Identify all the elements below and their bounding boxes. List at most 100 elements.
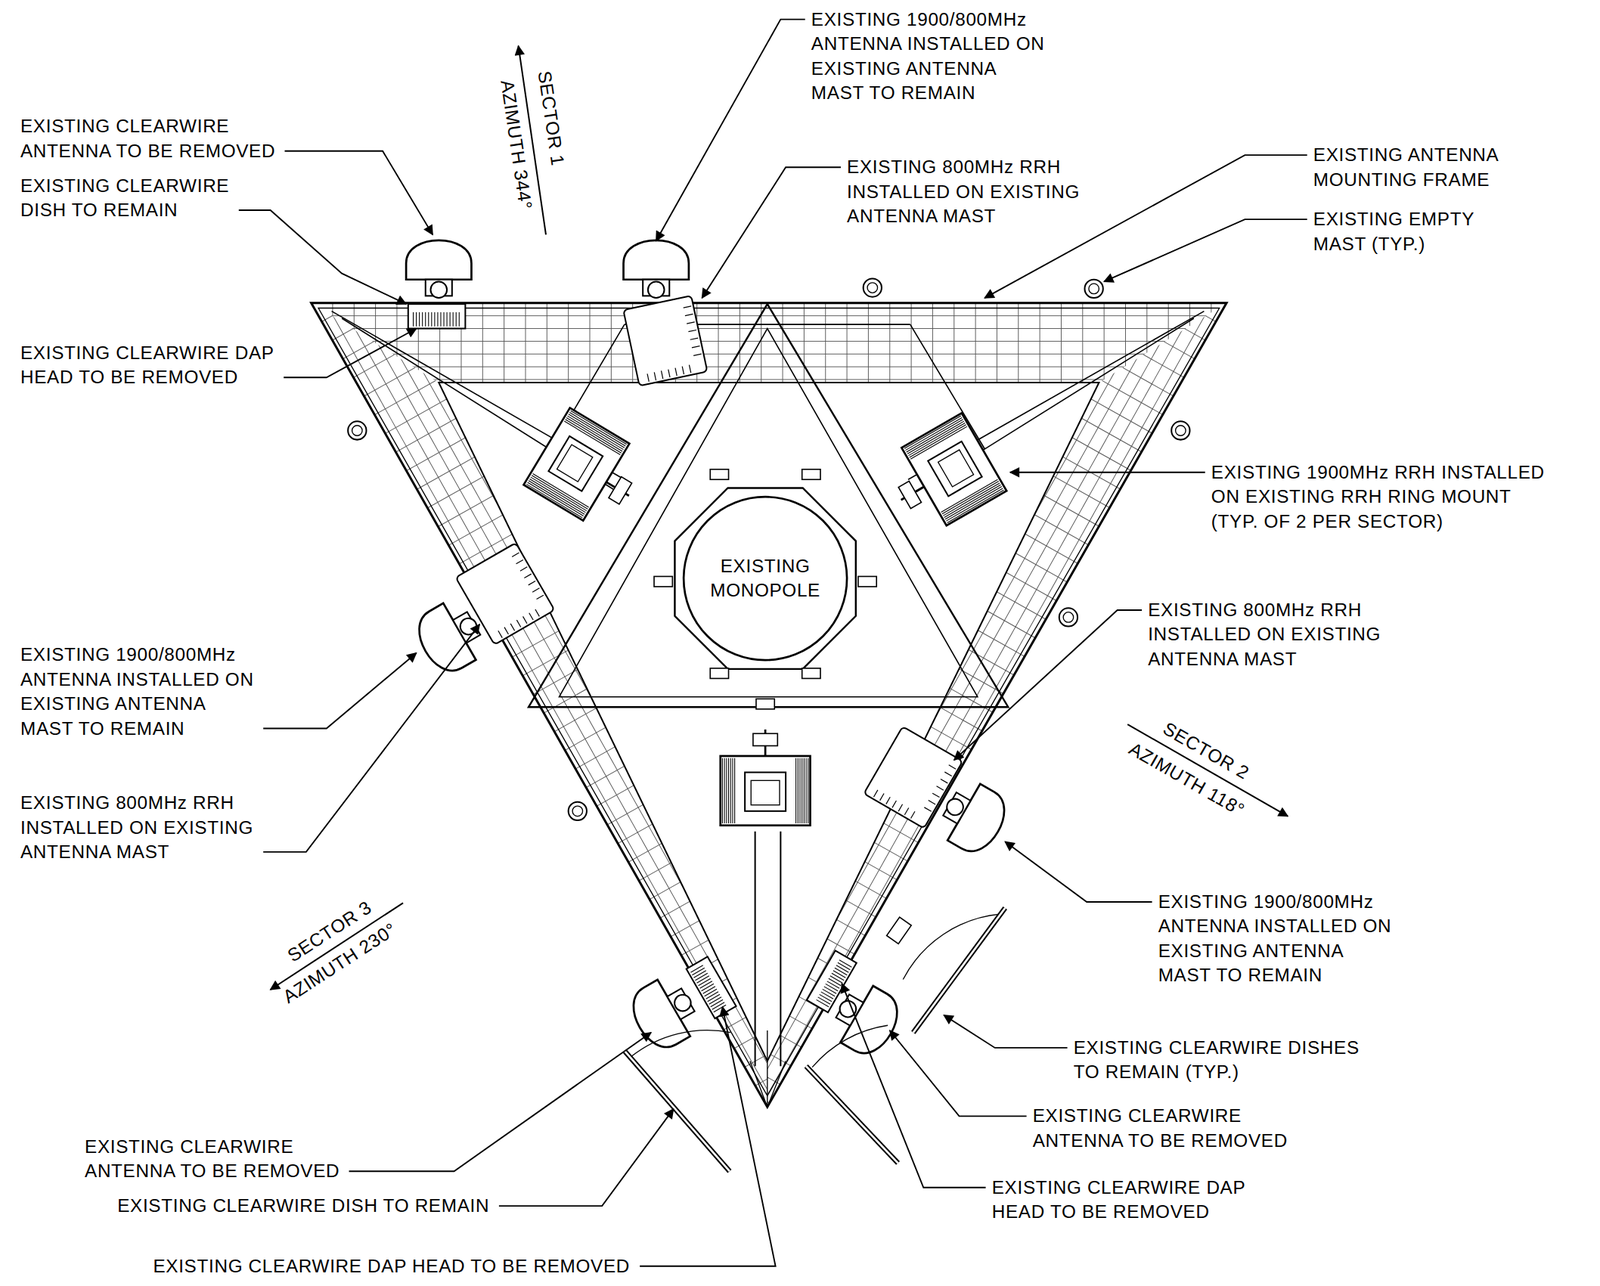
grating-line [941,561,1155,682]
grating-line [758,264,1263,1164]
grating-line [529,822,743,943]
rrh-fin [873,790,878,797]
grating-line [260,238,1291,240]
clamp-bolt [802,469,821,480]
grating-line [669,214,1174,1114]
rrh-fin [685,313,694,316]
grating-line [508,784,723,906]
rrh-fin [886,796,890,804]
dap-fin [710,999,723,1007]
grating-line [260,417,1291,419]
grating-line [267,180,269,426]
grating-line [657,208,1163,1108]
callout-note: EXISTING 1900/800MHz ANTENNA INSTALLED O… [1158,889,1396,989]
grating-line [487,747,701,868]
rrh-fin [691,346,701,348]
rrh-fin [944,772,952,776]
grating-line [260,187,1291,189]
rrh-fin [693,353,702,356]
dap-fin [703,986,716,994]
rrh-fin [940,778,948,783]
dap-fin [701,983,714,991]
dap-fin [828,978,841,986]
grating-line [962,523,1176,644]
dap-fin [830,976,843,983]
dish-face [913,908,1005,1033]
grating-line [445,672,659,793]
dap-fin [707,994,720,1002]
grating-line [197,308,702,1208]
dap-fin [691,967,704,975]
grating-line [1253,180,1255,426]
empty-mast-inner [572,806,583,816]
clamp-bolt [710,469,729,480]
grating-line [669,1046,883,1167]
rrh-fin [498,630,503,638]
grating-line [260,366,1291,368]
dap-fin [431,312,432,327]
grating-line [899,635,1114,756]
rrh-fin [730,758,732,824]
grating-line [773,859,987,980]
dap-fin [698,978,711,986]
microwave-dish [806,1025,898,1163]
rrh-fin [686,322,695,324]
leader-line [263,624,480,853]
rrh-fin [799,758,800,824]
grating-line [930,579,1145,700]
antenna-mast [648,281,665,298]
dap-fin [836,965,849,973]
antenna-bracket [942,792,971,824]
dap-fin [709,997,722,1005]
rrh-fin [936,786,944,791]
grating-line [498,766,712,887]
grating-line [174,321,680,1221]
rrh-fin [683,306,692,308]
callout-note: EXISTING 1900/800MHz ANTENNA INSTALLED O… [20,642,258,742]
dap-fin [440,312,441,327]
rrh-fin [528,580,536,585]
grating-line [592,934,807,1055]
dish-face [806,1066,898,1163]
callout-note: EXISTING 1900MHz RRH INSTALLED ON EXISTI… [1211,460,1548,534]
rrh-body [901,412,1007,526]
rrh-fin [806,758,807,824]
empty-mast-inner [352,425,363,436]
grating-line [1025,411,1239,532]
rrh-fin [688,365,691,374]
dap-fin [700,981,713,989]
leader-line [889,1030,1027,1117]
rrh-fin [948,765,956,769]
grating-line [1004,448,1218,569]
brace-triangle-inner [559,328,978,698]
rrh-fin [924,807,931,812]
rrh-body [455,542,556,645]
clamp-bolt [858,576,877,587]
antenna-bracket [836,994,864,1026]
rrh-fin [520,567,528,571]
rrh-fin [688,329,697,332]
grating-line [252,277,757,1177]
dap-fin [415,312,417,327]
rrh-fin [510,623,515,631]
support-arm [341,318,618,492]
panel-antenna [931,775,1014,861]
leader-line [263,653,416,729]
dish-face-inner [806,1066,898,1163]
monopole-circle: EXISTING MONOPOLE [681,495,849,663]
rrh-fin [731,758,733,824]
support-pipe [766,1030,768,1107]
rrh-fin [947,489,1005,523]
monopole-outline [681,495,849,663]
grating-line [735,252,1241,1152]
dap-fin [455,312,457,327]
grating-line [353,220,858,1120]
leader-line [499,1109,674,1207]
clamp-bolt [654,576,673,587]
rrh-body [623,295,707,386]
callout-note: EXISTING EMPTY MAST (TYP.) [1313,207,1480,257]
grating-line [397,195,903,1095]
dap-fin [412,312,414,327]
grating-line [550,859,764,980]
dap-fin [443,312,444,327]
